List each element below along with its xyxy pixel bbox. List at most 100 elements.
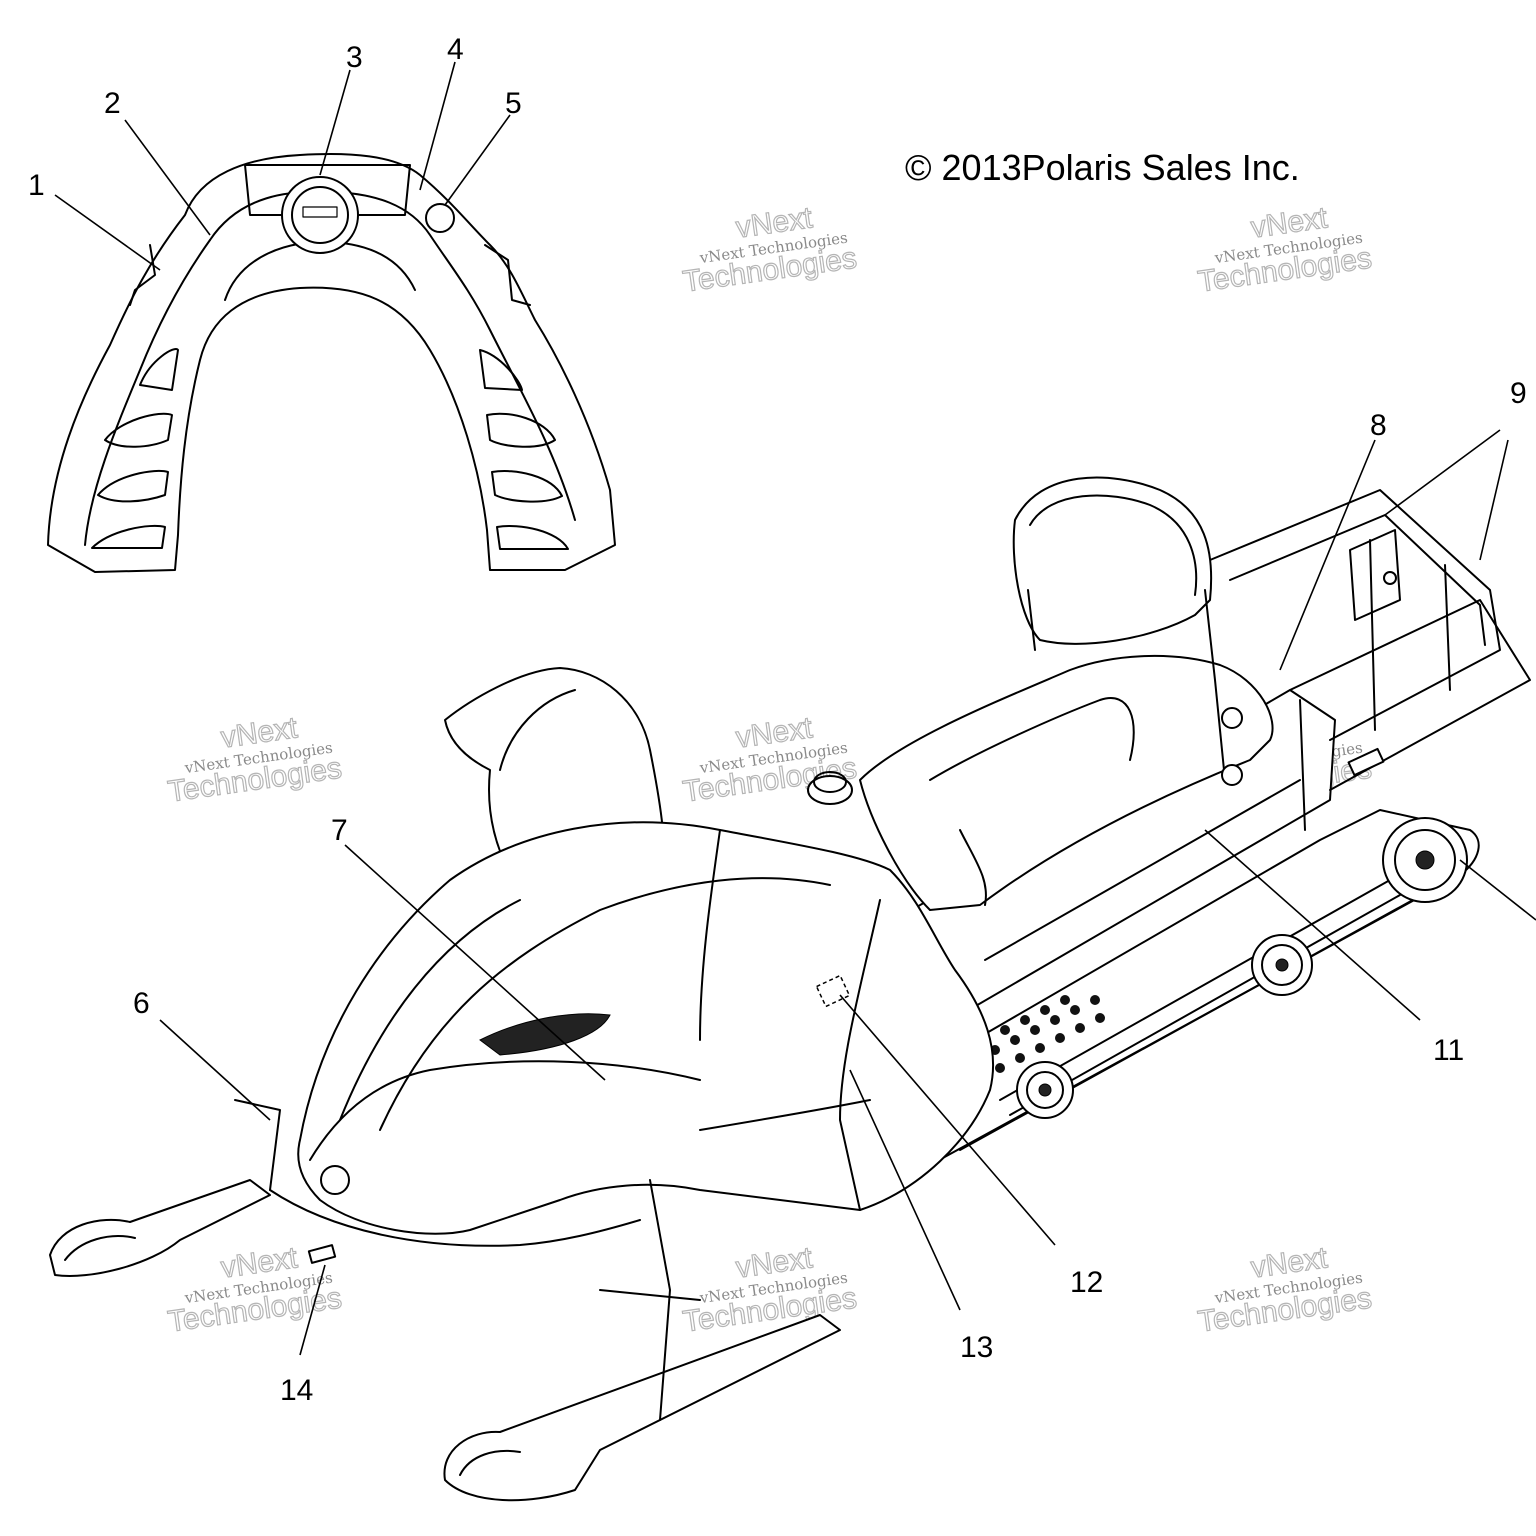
- vent-right-4: [496, 525, 569, 550]
- watermark-top-right: vNext vNext Technologies Technologies: [1195, 201, 1374, 300]
- leader-13: [849, 1069, 961, 1311]
- callout-4: 4: [447, 33, 464, 66]
- callout-7: 7: [331, 814, 348, 847]
- seat-contour: [929, 697, 1135, 781]
- leader-6: [159, 1019, 271, 1121]
- idler-wheel-front: [1016, 1061, 1074, 1119]
- snowmobile-main: [49, 476, 1531, 1502]
- rear-decal: [1347, 747, 1385, 777]
- vent-right-3: [491, 470, 563, 503]
- callout-14: 14: [280, 1374, 313, 1407]
- gauge-ring-outer: [281, 176, 359, 254]
- copyright-text: © 2013Polaris Sales Inc.: [905, 147, 1300, 188]
- leader-5: [444, 114, 511, 206]
- side-panel-edge: [839, 899, 881, 1211]
- leader-7: [344, 844, 606, 1081]
- hood-outer-shell: [47, 153, 616, 573]
- backrest-post-right: [1204, 589, 1226, 781]
- rack-bracket: [1349, 529, 1401, 621]
- leader-3: [319, 69, 351, 176]
- rack-post-front: [1299, 699, 1306, 831]
- windshield-highlight: [499, 689, 576, 771]
- left-ski: [49, 1179, 271, 1277]
- front-decal: [307, 1244, 337, 1264]
- right-tab: [484, 244, 531, 306]
- callout-labels: 1 2 3 4 5 6 7 8 9 11 12 13 14: [28, 33, 1527, 1407]
- callout-13: 13: [960, 1331, 993, 1364]
- callout-6: 6: [133, 987, 150, 1020]
- right-a-arm: [599, 1289, 701, 1301]
- leader-12: [839, 994, 1056, 1246]
- hood-crease-left: [339, 899, 521, 1121]
- backrest-post-left: [1027, 589, 1036, 651]
- leader-2: [124, 119, 211, 236]
- hood-body: [297, 821, 994, 1235]
- right-ski-tip: [459, 1449, 521, 1476]
- leader-1: [54, 194, 161, 271]
- hood-vent: [479, 1013, 611, 1056]
- callout-9: 9: [1510, 377, 1527, 410]
- leader-10-partial: [1459, 859, 1536, 921]
- leader-9b: [1479, 439, 1509, 561]
- callout-12: 12: [1070, 1266, 1103, 1299]
- backrest-contour: [1029, 494, 1198, 596]
- headlight: [320, 1165, 350, 1195]
- side-panel-lower: [699, 1099, 871, 1131]
- hood-crease-seam: [699, 829, 721, 1041]
- watermark-mid-left: vNext vNext Technologies Technologies: [165, 711, 344, 810]
- rack-bracket-hole: [1383, 571, 1397, 585]
- backrest-knob-upper: [1221, 707, 1243, 729]
- leader-11: [1204, 829, 1421, 1021]
- watermark-top-center: vNext vNext Technologies Technologies: [680, 201, 859, 300]
- backrest-knob-lower: [1221, 764, 1243, 786]
- vent-left-2: [104, 412, 173, 448]
- hood-crease-center: [379, 877, 831, 1131]
- rack-post-rear: [1444, 564, 1451, 691]
- vent-left-1: [139, 348, 179, 391]
- left-tab: [129, 244, 156, 306]
- watermark-bottom-right: vNext vNext Technologies Technologies: [1195, 1241, 1374, 1340]
- vent-right-1: [479, 349, 523, 391]
- right-shock: [649, 1179, 671, 1421]
- rack-bottom-rail: [1289, 599, 1531, 791]
- vent-left-3: [97, 469, 169, 503]
- backrest: [1012, 476, 1213, 645]
- indicator-hole: [425, 203, 455, 233]
- idler-wheel-mid: [1251, 934, 1313, 996]
- callout-11: 11: [1433, 1034, 1464, 1067]
- seat-seam: [959, 829, 987, 906]
- callout-1: 1: [28, 169, 45, 202]
- gas-cap: [807, 775, 853, 805]
- rack-post-mid: [1369, 539, 1376, 731]
- top-panel: [244, 164, 411, 216]
- leader-8: [1279, 439, 1376, 671]
- gauge-ring-inner: [291, 186, 349, 244]
- idler-wheel-rear: [1382, 817, 1468, 903]
- hood-inner-contour-left: [84, 239, 211, 546]
- left-ski-tip: [64, 1235, 136, 1261]
- right-ski: [443, 1314, 841, 1502]
- gauge-window: [302, 206, 338, 218]
- seat: [859, 654, 1274, 911]
- leader-lines: [54, 61, 1536, 1356]
- rail-lower: [1009, 894, 1401, 1116]
- leader-14: [299, 1264, 326, 1356]
- tunnel-line: [984, 779, 1301, 961]
- rack-inner: [1229, 514, 1486, 646]
- gas-cap-top: [813, 771, 847, 793]
- hood-console-inset: [47, 153, 616, 573]
- front-bumper: [269, 1189, 641, 1247]
- callout-8: 8: [1370, 409, 1387, 442]
- hood-crease-front: [309, 1060, 701, 1161]
- rail-upper: [999, 879, 1391, 1101]
- leader-4: [419, 61, 456, 191]
- callout-3: 3: [346, 41, 363, 74]
- callout-5: 5: [505, 87, 522, 120]
- rack-outer: [1209, 489, 1501, 741]
- tunnel-rivets: [990, 995, 1105, 1073]
- vent-right-2: [486, 412, 556, 448]
- leader-9a: [1384, 429, 1501, 516]
- dashed-decal: [815, 974, 851, 1008]
- vent-left-4: [91, 524, 166, 549]
